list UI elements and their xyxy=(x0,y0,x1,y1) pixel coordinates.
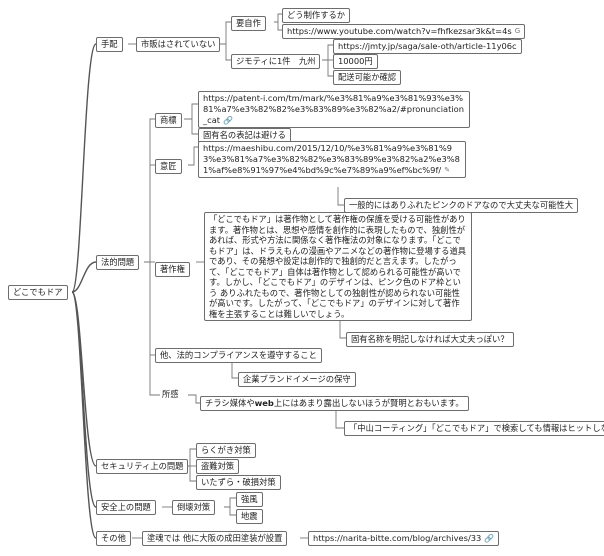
node-theft-measures[interactable]: 盗難対策 xyxy=(196,459,240,474)
node-narita-painting[interactable]: 塗魂では 他に大阪の成田塗装が設置 xyxy=(142,531,288,546)
node-brand-image[interactable]: 企業ブランドイメージの保守 xyxy=(238,372,356,387)
node-trademark[interactable]: 商標 xyxy=(155,113,182,128)
node-other-compliance[interactable]: 他、法的コンプライアンスを遵守すること xyxy=(155,348,322,363)
node-copyright-note[interactable]: 固有名称を明記しなければ大丈夫っぽい？ xyxy=(346,332,514,347)
node-jimoty-link[interactable]: https://jmty.jp/saga/sale-oth/article-11… xyxy=(333,39,522,54)
link-icon: 🔗 xyxy=(484,534,495,543)
node-collapse-measures[interactable]: 倒壊対策 xyxy=(172,500,216,515)
text-note-icon: G xyxy=(514,27,521,35)
node-design-right[interactable]: 意匠 xyxy=(155,159,182,174)
node-design-link[interactable]: https://maeshibu.com/2015/12/10/%e3%81%a… xyxy=(198,141,466,178)
branch-safety-issues[interactable]: 安全上の問題 xyxy=(96,500,156,515)
branch-procurement[interactable]: 手配 xyxy=(96,37,123,52)
link-icon: 🔗 xyxy=(223,116,234,125)
node-narita-link[interactable]: https://narita-bitte.com/blog/archives/3… xyxy=(308,531,500,546)
branch-others[interactable]: その他 xyxy=(96,531,131,546)
node-jimoty-shipping[interactable]: 配送可能か確認 xyxy=(333,70,402,85)
node-youtube-link[interactable]: https://www.youtube.com/watch?v=fhfkezsa… xyxy=(282,24,526,39)
node-jimoty-price[interactable]: 10000円 xyxy=(333,54,378,69)
node-impression[interactable]: 所感 xyxy=(162,389,179,399)
node-earthquake[interactable]: 地震 xyxy=(236,509,263,524)
node-copyright[interactable]: 著作権 xyxy=(155,262,190,277)
node-impression-text[interactable]: チラシ媒体やweb上にはあまり露出しないほうが賢明とおもいます。 xyxy=(200,396,469,411)
node-copyright-text[interactable]: 「どこでもドア」は著作物として著作権の保護を受ける可能性があります。著作物とは、… xyxy=(204,212,472,321)
node-trademark-link[interactable]: https://patent-i.com/tm/mark/%e3%81%a9%e… xyxy=(198,91,470,128)
node-graffiti-measures[interactable]: らくがき対策 xyxy=(196,443,256,458)
node-not-sold[interactable]: 市販はされていない xyxy=(136,37,221,52)
node-strong-wind[interactable]: 強風 xyxy=(236,492,263,507)
branch-security-issues[interactable]: セキュリティ上の問題 xyxy=(96,459,189,474)
node-jimoty[interactable]: ジモティに1件 九州 xyxy=(231,54,321,69)
branch-legal-issues[interactable]: 法的問題 xyxy=(96,255,140,270)
root-node[interactable]: どこでもドア xyxy=(8,285,68,300)
node-design-note[interactable]: 一般的にはありふれたピンクのドアなので大丈夫な可能性大 xyxy=(344,198,579,213)
node-how-to-build[interactable]: どう制作するか xyxy=(282,8,351,23)
node-must-build[interactable]: 要自作 xyxy=(231,16,266,31)
node-search-note[interactable]: 「中山コーティング」「どこでもドア」で検索しても情報はヒットしない xyxy=(344,421,604,436)
edit-icon: ✎ xyxy=(444,166,451,174)
node-vandalism-measures[interactable]: いたずら・破損対策 xyxy=(196,475,281,490)
